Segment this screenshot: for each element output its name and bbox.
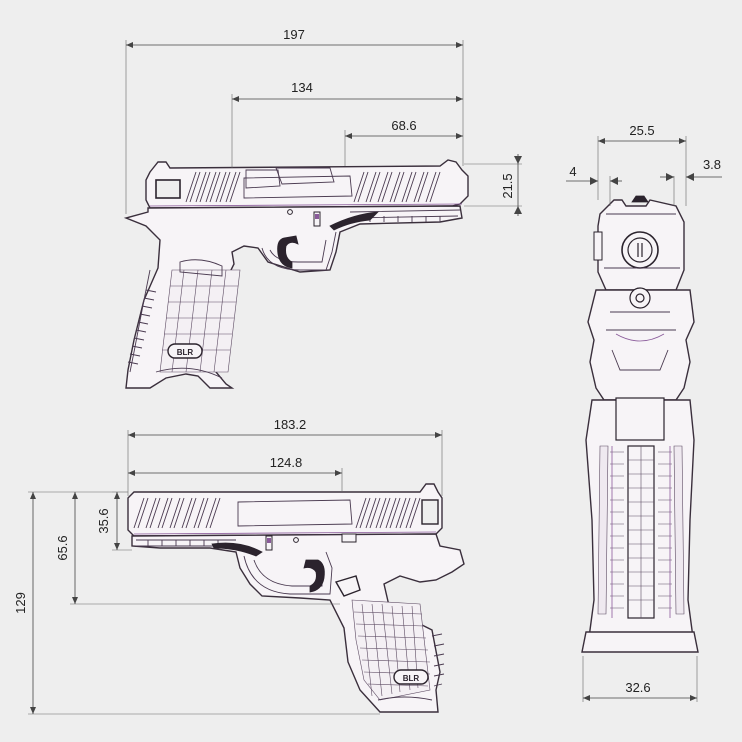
- slide-serrations-right-rear: [355, 497, 421, 529]
- dim-total-height-right: 129: [13, 592, 28, 614]
- dim-overall-length-left: 197: [283, 27, 305, 42]
- side-view-right: BLR: [127, 483, 465, 713]
- dim-frame-height-right: 65.6: [55, 535, 70, 560]
- dimensions-side-left: 197 134 68.6 21.5: [125, 27, 522, 216]
- dim-rear-slide-width: 25.5: [629, 123, 654, 138]
- gear-icon: [629, 287, 651, 309]
- dim-slide-length-right: 124.8: [270, 455, 303, 470]
- dim-slide-height-right: 35.6: [96, 508, 111, 533]
- dimensions-side-right: 183.2 124.8 35.6 65.6 129: [13, 417, 443, 715]
- grip-texture-rear: [597, 445, 685, 619]
- grip-logo-right: BLR: [403, 674, 420, 683]
- dimensions-rear: 25.5 4 3.8 32.6: [566, 123, 722, 702]
- slide-serrations-rear: [185, 171, 241, 203]
- dim-rear-right-offset: 3.8: [703, 157, 721, 172]
- dim-slide-height-left: 21.5: [500, 173, 515, 198]
- grip-logo-left: BLR: [177, 348, 194, 357]
- side-view-left: BLR: [123, 159, 469, 389]
- slide-serrations-right-front: [133, 497, 221, 529]
- dim-rear-grip-width: 32.6: [625, 680, 650, 695]
- slide-serrations-front: [353, 171, 441, 203]
- rear-view: [581, 195, 699, 653]
- dim-rear-left-offset: 4: [569, 164, 576, 179]
- dim-front-section-left: 68.6: [391, 118, 416, 133]
- dim-overall-length-right: 183.2: [274, 417, 307, 432]
- dim-slide-length-left: 134: [291, 80, 313, 95]
